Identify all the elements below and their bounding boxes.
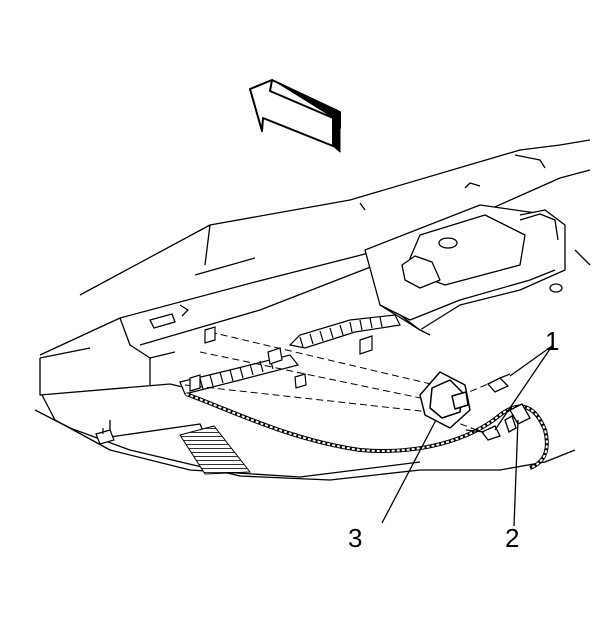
housing-bolt bbox=[549, 283, 563, 293]
vehicle-frame bbox=[34, 139, 591, 481]
connector-wire-core bbox=[185, 393, 548, 469]
sensor-module bbox=[419, 371, 471, 429]
nut-left bbox=[95, 428, 115, 445]
mounting-studs bbox=[189, 326, 373, 392]
bolts bbox=[465, 373, 511, 441]
callout-3: 3 bbox=[348, 523, 362, 553]
callout-2: 2 bbox=[505, 523, 519, 553]
hatched-panel bbox=[179, 425, 251, 475]
electrical-connector bbox=[504, 403, 531, 433]
callout-1: 1 bbox=[545, 326, 559, 356]
control-module-housing bbox=[364, 204, 566, 336]
front-direction-arrow-icon bbox=[249, 79, 341, 153]
frame-slot bbox=[149, 313, 176, 329]
leader-lines bbox=[381, 345, 553, 527]
